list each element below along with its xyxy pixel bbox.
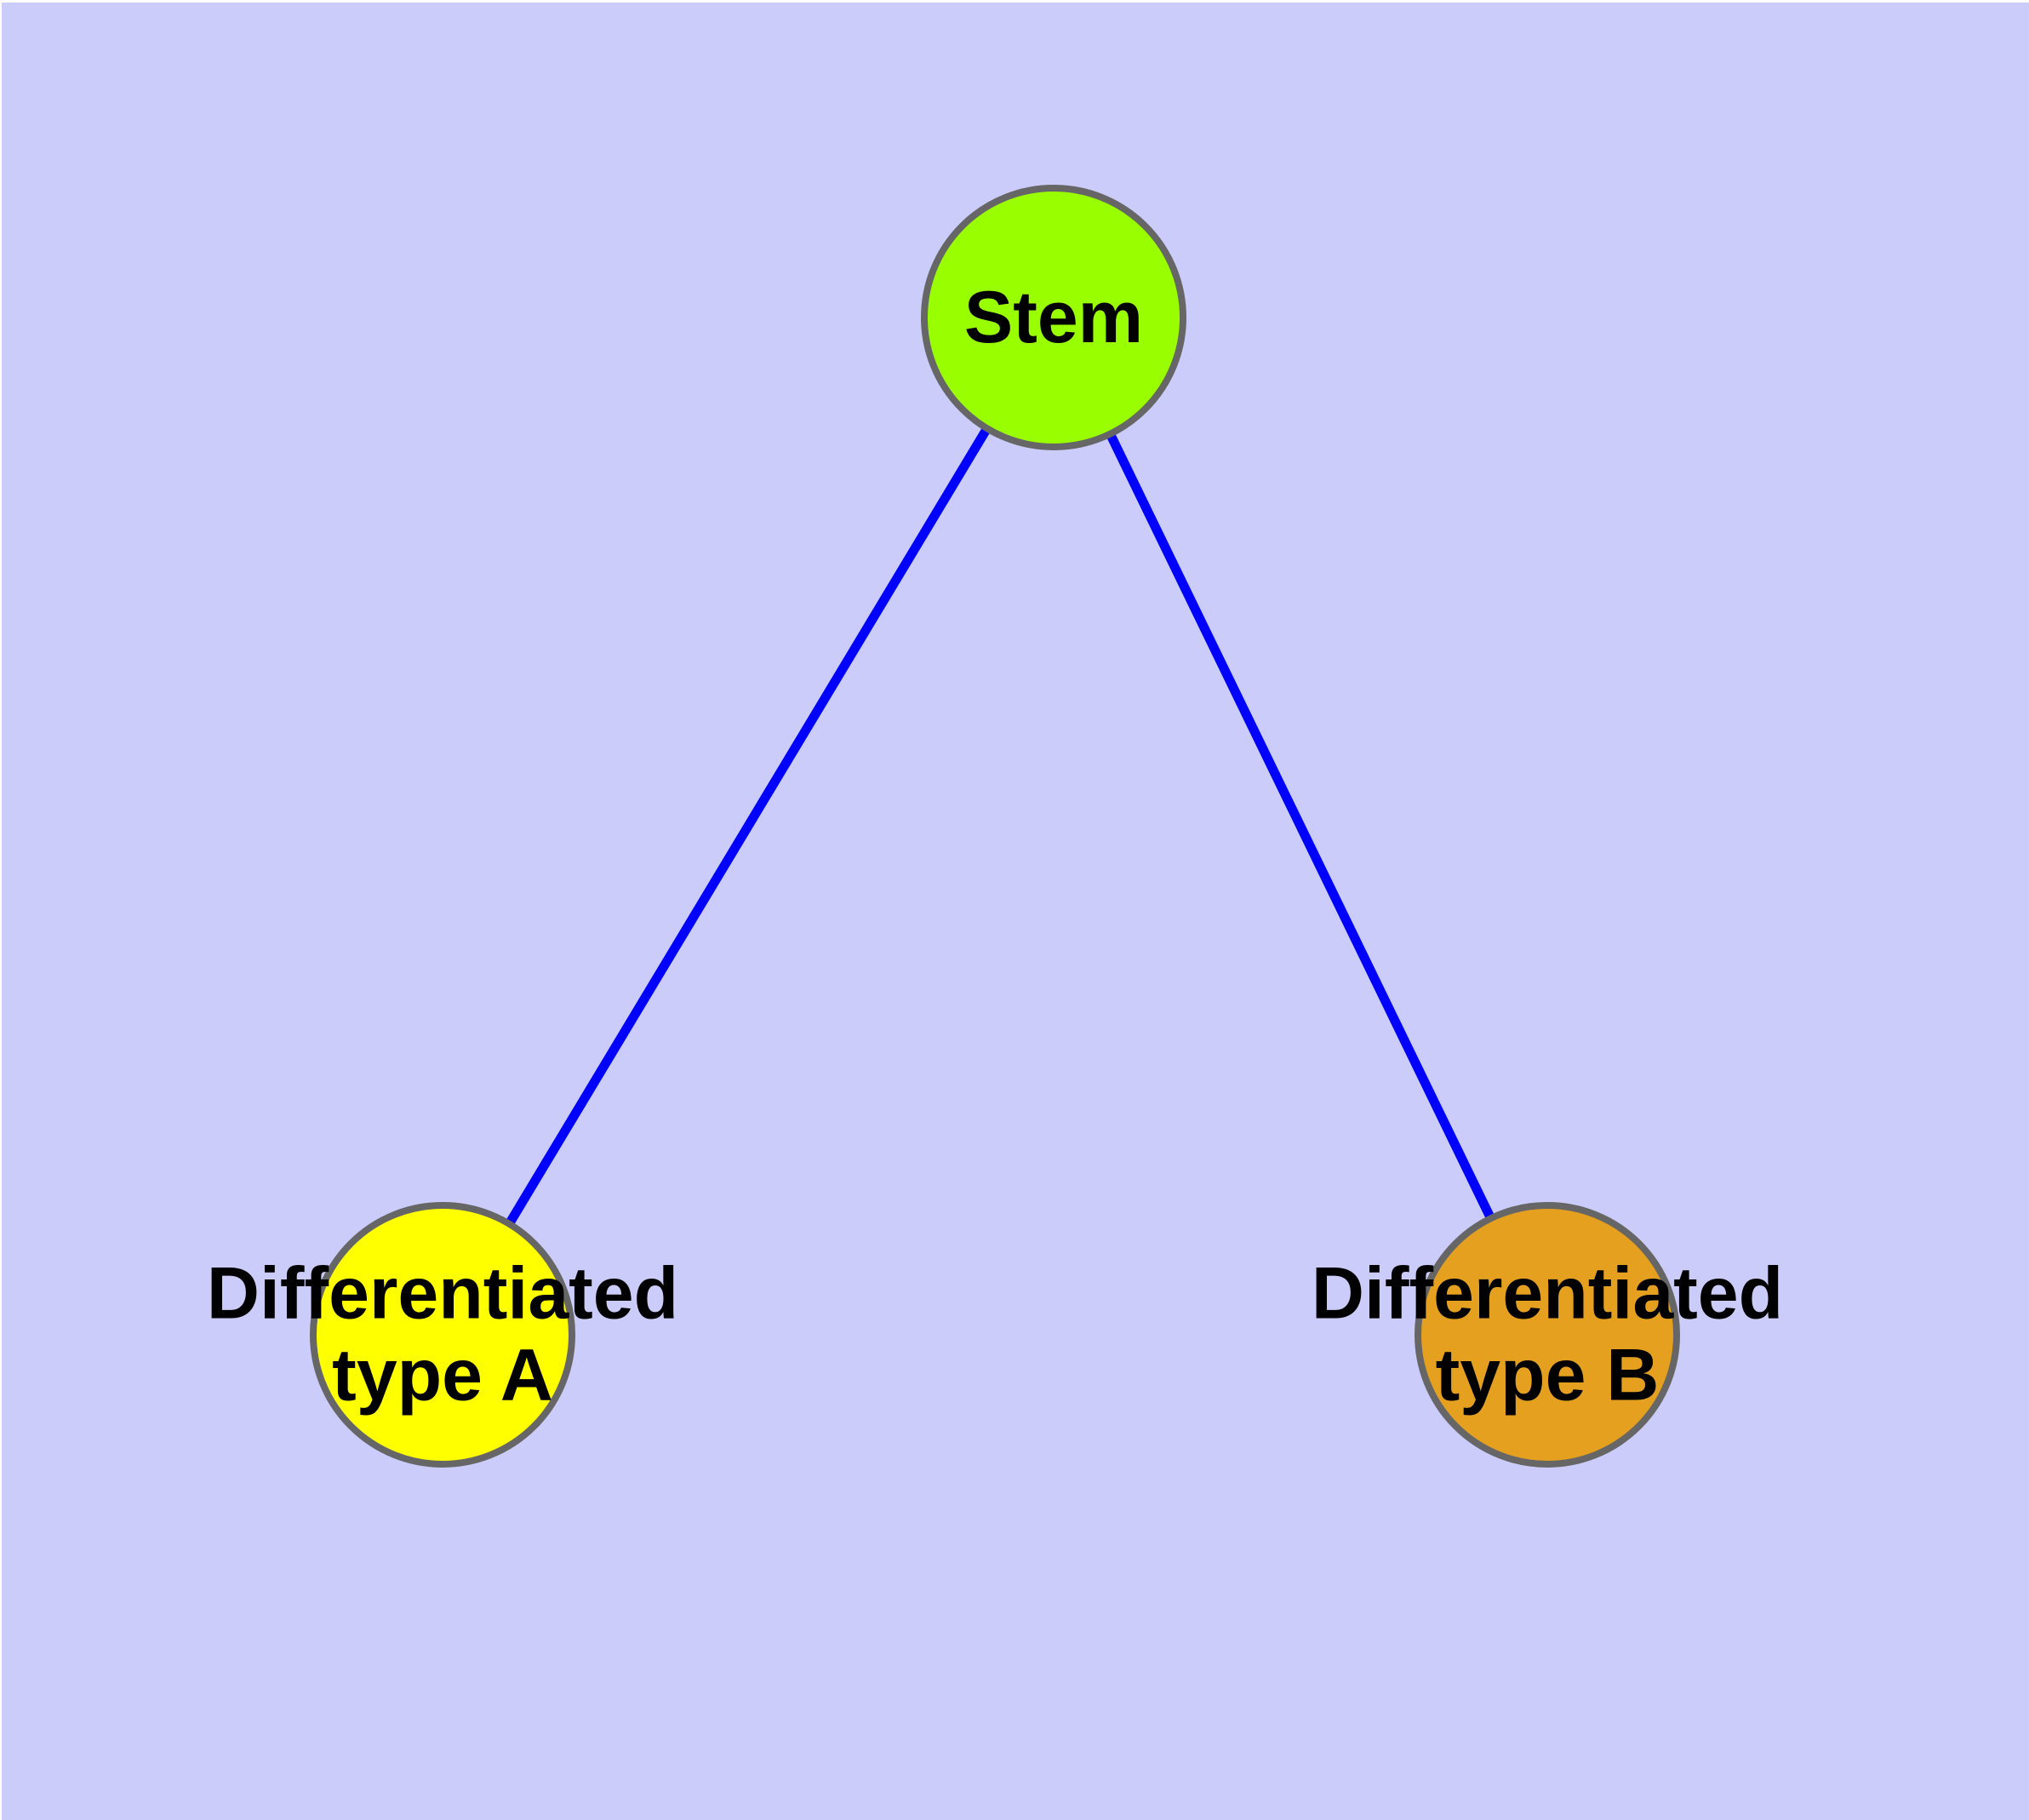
graph-node-diff_b[interactable]	[1415, 1202, 1680, 1468]
graph-svg	[310, 185, 1680, 1468]
graph-node-diff_a[interactable]	[310, 1202, 575, 1468]
graph-node-stem[interactable]	[921, 185, 1186, 450]
graph-edge-stem-diff_a[interactable]	[438, 315, 1058, 1337]
graph-edge-stem-diff_b[interactable]	[1049, 315, 1552, 1337]
nodes-group	[310, 185, 1680, 1468]
edges-group	[438, 315, 1552, 1337]
